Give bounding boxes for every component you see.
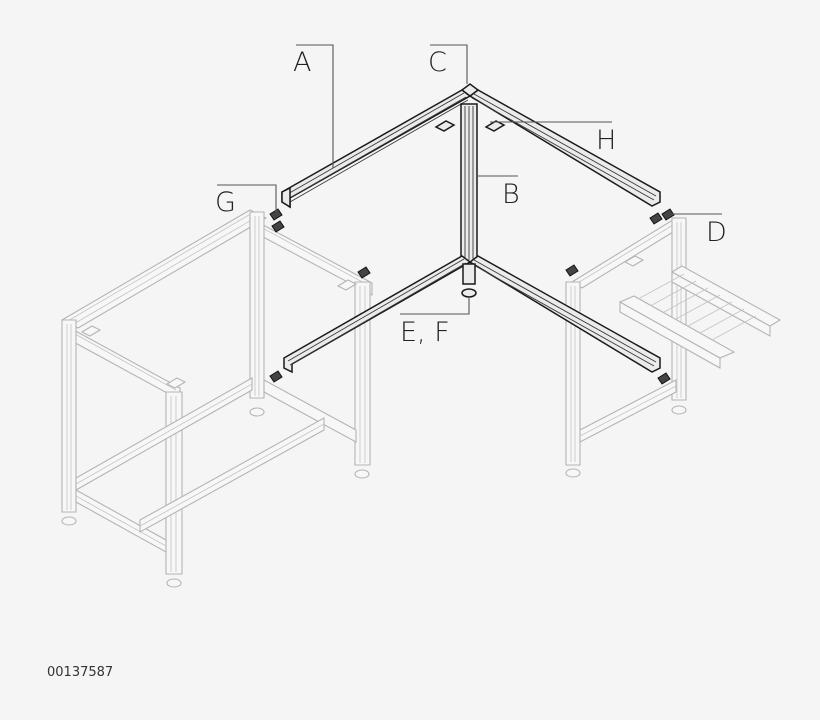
right-frame — [565, 217, 688, 478]
corner-assembly — [269, 83, 675, 385]
label-b: B — [502, 179, 520, 210]
label-c: C — [428, 47, 447, 78]
label-e-f: E, F — [400, 317, 450, 348]
roller-conveyor — [618, 265, 782, 369]
label-h: H — [596, 125, 617, 156]
leader-lines — [217, 44, 722, 315]
label-d: D — [706, 217, 727, 248]
label-g: G — [215, 187, 236, 218]
label-a: A — [293, 47, 312, 78]
document-id: 00137587 — [47, 665, 114, 680]
left-frame — [60, 209, 373, 588]
